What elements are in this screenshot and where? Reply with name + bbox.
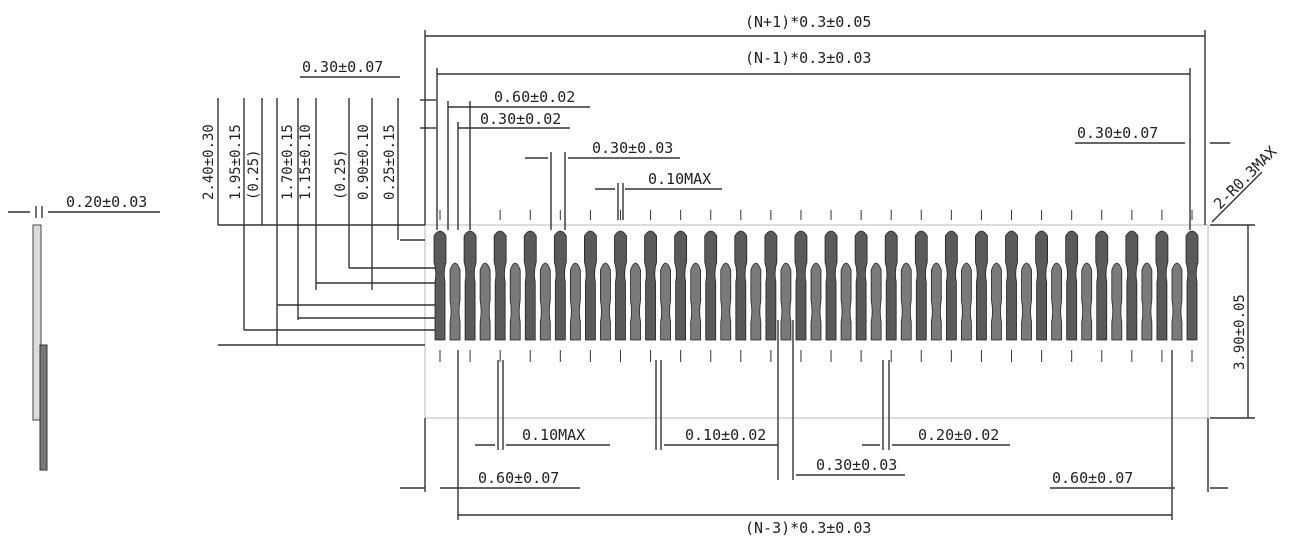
vdim-1-95: 1.95±0.15	[228, 124, 244, 200]
upper-pin	[1065, 230, 1079, 341]
lower-pin	[600, 262, 611, 341]
height-dimension	[1210, 224, 1255, 419]
vdim-0-25-b: (0.25)	[333, 149, 349, 200]
bottom-spacing-label: 0.20±0.02	[918, 426, 999, 444]
vdim-2-40: 2.40±0.30	[201, 124, 217, 200]
upper-pin	[794, 230, 808, 341]
lower-pin	[1111, 262, 1123, 341]
lower-pin	[720, 262, 732, 341]
lower-pin	[1171, 262, 1183, 341]
lower-pin	[630, 262, 641, 341]
upper-pin	[854, 230, 868, 341]
corner-radius-label: 2-R0.3MAX	[1210, 143, 1280, 213]
bottom-overall-label: (N-3)*0.3±0.03	[745, 519, 871, 537]
side-thickness-label: 0.20±0.03	[66, 193, 147, 211]
upper-pin	[644, 230, 657, 341]
upper-pin	[463, 230, 477, 341]
bottom-right-edge-label: 0.60±0.07	[1052, 469, 1133, 487]
lower-pin	[479, 262, 491, 341]
upper-pin	[433, 230, 447, 341]
connector-outline	[218, 224, 1209, 419]
pad-gap-label: 0.30±0.03	[592, 139, 673, 157]
top-dimension-lines	[300, 30, 1263, 230]
upper-pin	[884, 230, 898, 341]
side-view	[8, 206, 160, 471]
upper-pin	[824, 230, 838, 341]
lower-pin	[539, 262, 551, 341]
upper-pin	[1155, 230, 1169, 341]
lower-pin	[961, 262, 972, 341]
notch-max-label: 0.10MAX	[648, 170, 711, 188]
vdim-0-90: 0.90±0.10	[356, 124, 372, 200]
vdim-0-25-a: (0.25)	[246, 149, 262, 200]
lower-pin	[780, 262, 792, 341]
lower-pin	[449, 262, 461, 341]
vdim-0-25-c: 0.25±0.15	[382, 124, 398, 200]
lower-pin	[660, 262, 671, 341]
upper-pin	[944, 230, 958, 341]
lower-pin	[991, 262, 1002, 341]
vdim-1-70: 1.70±0.15	[280, 124, 296, 200]
lower-pin	[840, 262, 852, 341]
lower-pin	[569, 262, 581, 341]
bottom-notch-label: 0.10MAX	[522, 426, 585, 444]
height-total-label: 3.90±0.05	[1232, 294, 1248, 370]
lower-pin	[810, 262, 822, 341]
upper-pin	[734, 230, 748, 341]
upper-pin	[553, 230, 567, 341]
lower-pin	[930, 262, 942, 341]
bottom-slot-label: 0.10±0.02	[685, 426, 766, 444]
upper-pin	[764, 230, 778, 341]
upper-pin	[1095, 230, 1109, 341]
lower-pin	[1081, 262, 1093, 341]
bottom-left-edge-label: 0.60±0.07	[478, 469, 559, 487]
right-offset-label: 0.30±0.07	[1077, 124, 1158, 142]
upper-pin	[914, 230, 928, 341]
top-overall-label: (N+1)*0.3±0.05	[745, 13, 871, 31]
bottom-pitch-label: 0.30±0.03	[816, 456, 897, 474]
pitch-label: 0.30±0.02	[480, 110, 561, 128]
upper-pin	[1035, 230, 1048, 341]
upper-pin	[614, 230, 627, 341]
upper-pin	[584, 230, 597, 341]
lower-pin	[1021, 262, 1032, 341]
upper-pin	[674, 230, 688, 341]
contact-pins	[433, 210, 1199, 362]
bottom-dimension-lines	[400, 320, 1228, 520]
pad-width-label: 0.60±0.02	[494, 88, 575, 106]
upper-pin	[1005, 230, 1018, 341]
lower-pin	[690, 262, 702, 341]
upper-pin	[523, 230, 537, 341]
upper-pin	[493, 230, 507, 341]
lower-pin	[750, 262, 762, 341]
lower-pin	[900, 262, 912, 341]
top-inner-label: (N-1)*0.3±0.03	[745, 49, 871, 67]
upper-pin	[1125, 230, 1139, 341]
upper-pin	[704, 230, 718, 341]
lower-pin	[509, 262, 521, 341]
upper-pin	[975, 230, 988, 341]
vdim-1-15: 1.15±0.10	[298, 124, 314, 200]
vertical-dimension-lines	[217, 98, 440, 345]
lower-pin	[1051, 262, 1063, 341]
left-offset-label: 0.30±0.07	[302, 58, 383, 76]
upper-pin	[1185, 230, 1199, 341]
lower-pin	[870, 262, 882, 341]
lower-pin	[1141, 262, 1153, 341]
